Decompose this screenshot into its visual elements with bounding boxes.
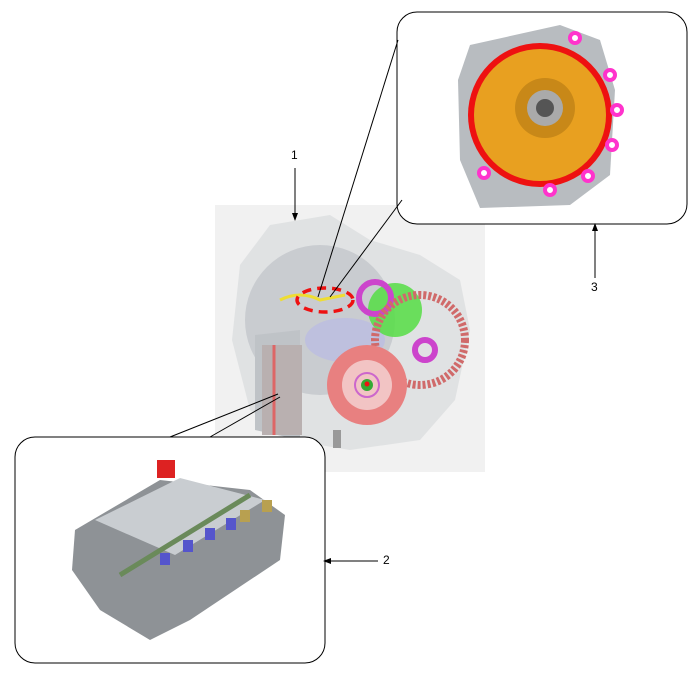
leader-lines xyxy=(169,39,403,438)
callout-label-2: 2 xyxy=(383,553,390,567)
valve-body-callout xyxy=(14,436,326,664)
transmission-assembly-image xyxy=(215,205,485,472)
callout-label-3: 3 xyxy=(591,280,598,294)
oil-pump-callout xyxy=(396,11,688,225)
callout-label-1: 1 xyxy=(291,148,298,162)
